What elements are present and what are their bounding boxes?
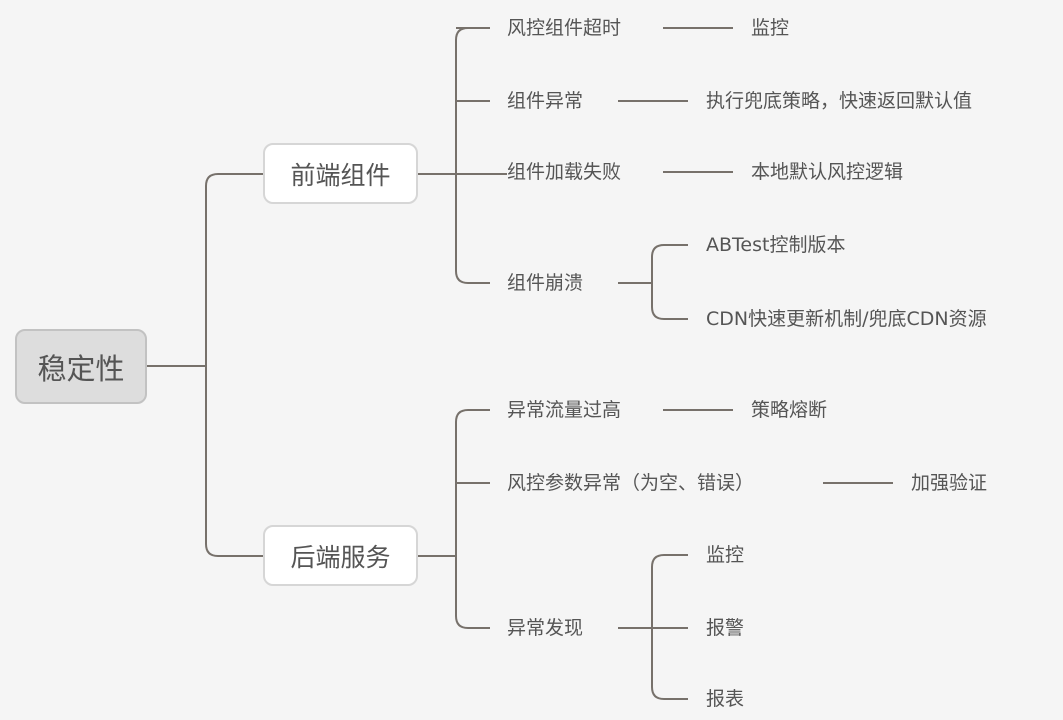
topic-load-failure[interactable]: 组件加载失败 bbox=[507, 161, 622, 183]
subtopic-fallback[interactable]: 执行兜底策略，快速返回默认值 bbox=[706, 90, 973, 112]
subtopic-monitor[interactable]: 监控 bbox=[751, 17, 790, 39]
subtopic-cdn[interactable]: CDN快速更新机制/兜底CDN资源 bbox=[706, 308, 987, 330]
subtopic-circuit-break[interactable]: 策略熔断 bbox=[751, 399, 828, 421]
subtopic-report[interactable]: 报表 bbox=[706, 688, 745, 710]
subtopic-local-logic[interactable]: 本地默认风控逻辑 bbox=[751, 161, 904, 183]
subtopic-abtest[interactable]: ABTest控制版本 bbox=[706, 234, 846, 256]
branch-frontend[interactable]: 前端组件 bbox=[263, 143, 418, 204]
topic-component-crash[interactable]: 组件崩溃 bbox=[507, 272, 584, 294]
subtopic-alert[interactable]: 报警 bbox=[706, 617, 745, 639]
topic-component-error[interactable]: 组件异常 bbox=[507, 90, 584, 112]
root-node[interactable]: 稳定性 bbox=[15, 329, 147, 404]
branch-backend[interactable]: 后端服务 bbox=[263, 525, 418, 586]
topic-param-error[interactable]: 风控参数异常（为空、错误） bbox=[507, 472, 755, 494]
subtopic-monitor-2[interactable]: 监控 bbox=[706, 544, 745, 566]
topic-component-timeout[interactable]: 风控组件超时 bbox=[507, 17, 622, 39]
subtopic-validation[interactable]: 加强验证 bbox=[911, 472, 988, 494]
topic-traffic-spike[interactable]: 异常流量过高 bbox=[507, 399, 622, 421]
topic-anomaly-detect[interactable]: 异常发现 bbox=[507, 617, 584, 639]
